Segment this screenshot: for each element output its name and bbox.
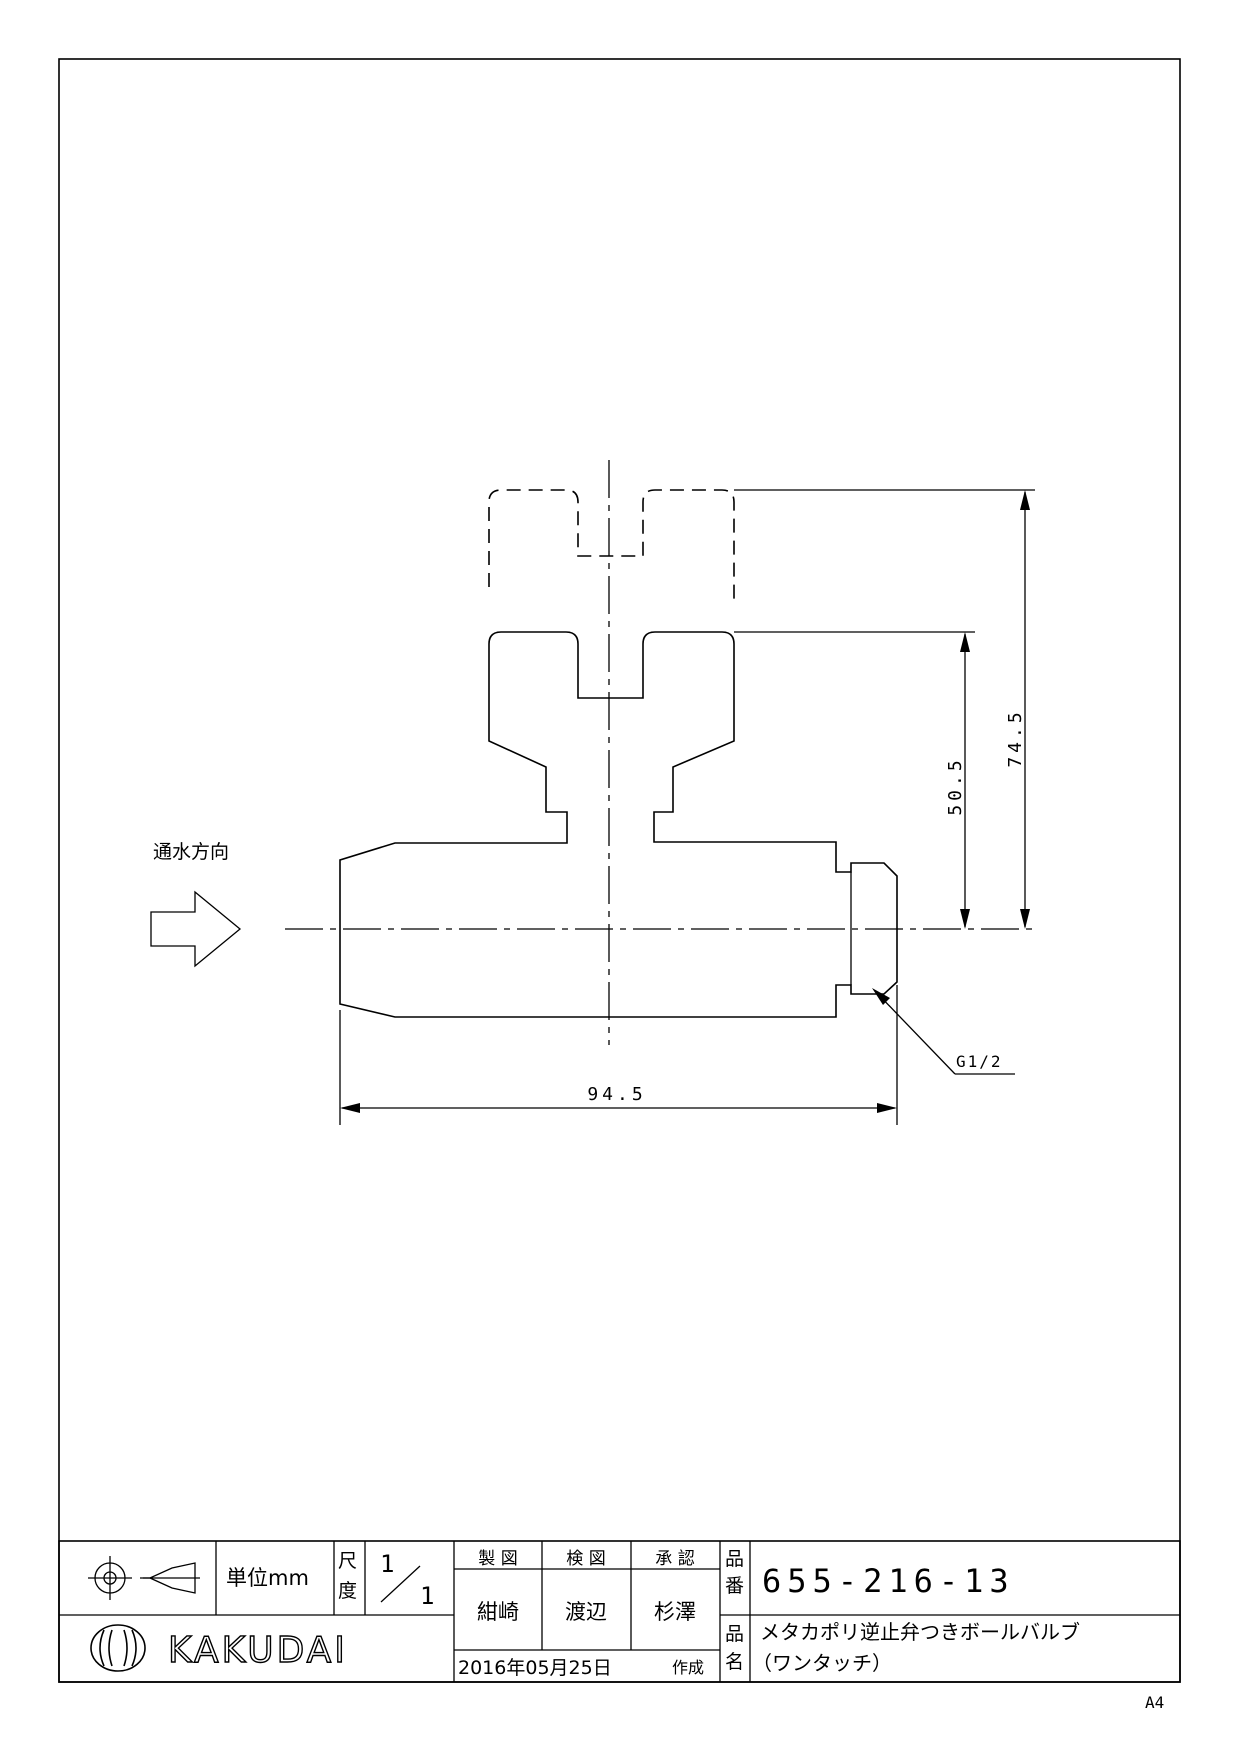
- part-no-label-2: 番: [725, 1575, 744, 1597]
- thread-leader: [875, 991, 956, 1075]
- approved-label: 承 認: [655, 1549, 694, 1569]
- drawing-date: 2016年05月25日: [458, 1657, 612, 1679]
- handle-alternate-position: [488, 489, 735, 600]
- part-number: 655-216-13: [762, 1562, 1015, 1600]
- valve-drawing: 74.5 50.5 94.5 G1/2 通水方向: [150, 460, 1035, 1125]
- dim-label-94-5: 94.5: [587, 1084, 646, 1105]
- dim-arrow: [877, 1103, 897, 1113]
- brand-name: KAKUDAI: [168, 1630, 348, 1671]
- dim-arrow: [960, 909, 970, 929]
- scale-numerator: 1: [380, 1550, 394, 1578]
- scale-denominator: 1: [420, 1582, 434, 1610]
- leader-arrow: [872, 988, 890, 1005]
- checked-by: 渡辺: [565, 1600, 607, 1624]
- dim-arrow: [1020, 909, 1030, 929]
- part-name-label-2: 名: [725, 1651, 744, 1673]
- dim-arrow: [960, 632, 970, 652]
- part-no-label-1: 品: [725, 1548, 744, 1570]
- scale-label-2: 度: [338, 1580, 357, 1602]
- sheet-border: [58, 58, 1181, 1683]
- third-angle-projection-icon: [88, 1556, 200, 1600]
- flow-direction-label: 通水方向: [153, 841, 229, 863]
- dim-label-74-5: 74.5: [1005, 708, 1026, 767]
- title-block-border: [58, 1540, 1181, 1683]
- dim-arrow: [340, 1103, 360, 1113]
- title-block: 単位mm 尺 度 1 1 製 図 検 図 承 認 紺崎 渡辺 杉澤 2016年0…: [58, 1540, 1181, 1683]
- paper-size: A4: [1145, 1693, 1164, 1712]
- kakudai-logo-icon: [90, 1624, 146, 1672]
- dim-arrow: [1020, 490, 1030, 510]
- made-by: 紺崎: [477, 1600, 519, 1624]
- approved-by: 杉澤: [654, 1600, 696, 1624]
- part-name-line1: メタカポリ逆止弁つきボールバルブ: [760, 1620, 1080, 1644]
- made-label: 製 図: [478, 1549, 517, 1569]
- unit-label: 単位mm: [226, 1566, 309, 1590]
- valve-body-outline: [339, 631, 898, 1018]
- thread-label: G1/2: [956, 1052, 1003, 1071]
- scale-slash: [380, 1565, 421, 1603]
- checked-label: 検 図: [566, 1549, 605, 1569]
- part-name-line2: （ワンタッチ）: [752, 1651, 892, 1675]
- dim-label-50-5: 50.5: [945, 756, 966, 815]
- flow-direction-arrow-icon: [150, 890, 242, 968]
- scale-label-1: 尺: [338, 1550, 357, 1572]
- created-label: 作成: [672, 1658, 704, 1677]
- part-name-label-1: 品: [725, 1623, 744, 1645]
